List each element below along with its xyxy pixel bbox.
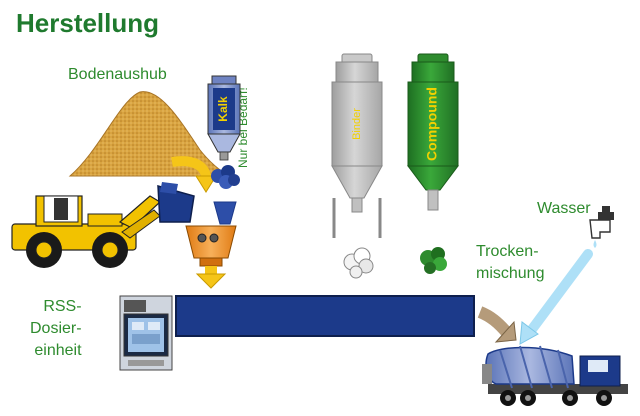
crusher-icon — [185, 225, 237, 267]
dry-mix-line-2: mischung — [476, 265, 545, 282]
binder-silo-label: Binder — [351, 108, 363, 140]
compound-silo-label: Compound — [424, 87, 440, 161]
water-label: Wasser — [537, 200, 591, 217]
control-panel-icon — [119, 295, 173, 371]
dry-mix-flow-arrow — [477, 306, 517, 343]
lime-silo-label: Kalk — [216, 96, 230, 122]
rss-line-2: Dosier- — [30, 320, 82, 337]
binder-granules-icon — [343, 247, 374, 279]
wheel-loader-icon — [11, 195, 161, 268]
dry-mix-label: Trocken- mischung — [476, 241, 544, 285]
crusher-down-arrow — [195, 266, 227, 289]
lime-granules-icon — [211, 165, 240, 189]
lime-silo-icon — [207, 75, 241, 161]
mixer-truck-icon — [482, 345, 628, 406]
conveyor-belt — [175, 295, 475, 337]
compound-granules-icon — [420, 247, 447, 274]
blue-funnel-icon — [213, 201, 237, 225]
binder-silo-icon — [331, 53, 383, 238]
page-title: Herstellung — [16, 8, 160, 38]
dry-mix-line-1: Trocken- — [476, 243, 539, 260]
soil-pile-icon — [68, 91, 231, 177]
loader-bucket-icon — [157, 182, 195, 223]
water-flow-arrow — [519, 249, 593, 345]
soil-label: Bodenaushub — [68, 66, 167, 83]
pile-to-bucket-arrow — [171, 156, 217, 193]
rss-unit-label: RSS- Dosier- einheit — [30, 296, 82, 362]
compound-silo-icon — [407, 53, 459, 211]
rss-line-3: einheit — [34, 342, 82, 359]
water-tap-icon — [589, 206, 614, 248]
rss-line-1: RSS- — [43, 298, 82, 315]
